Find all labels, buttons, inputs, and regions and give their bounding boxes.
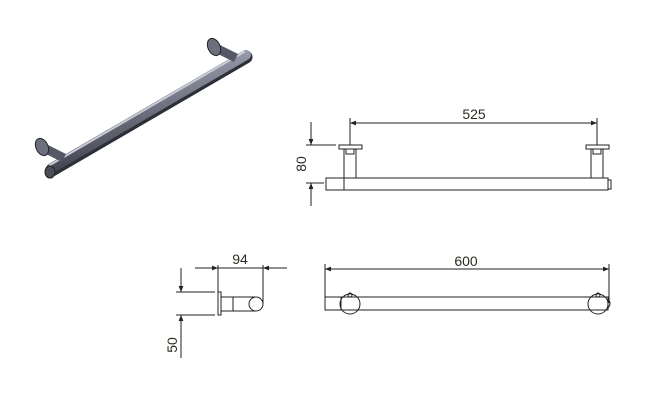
- dim-front-height: 80: [293, 156, 309, 172]
- dim-top-length: 600: [454, 253, 478, 269]
- dim-side-depth: 94: [232, 251, 248, 267]
- dim-front-width: 525: [462, 106, 486, 122]
- side-view: 94 50: [164, 251, 287, 358]
- isometric-view: [34, 37, 253, 179]
- front-view: 525 80: [293, 106, 612, 206]
- dim-side-height: 50: [164, 337, 180, 353]
- top-view: 600: [324, 253, 611, 315]
